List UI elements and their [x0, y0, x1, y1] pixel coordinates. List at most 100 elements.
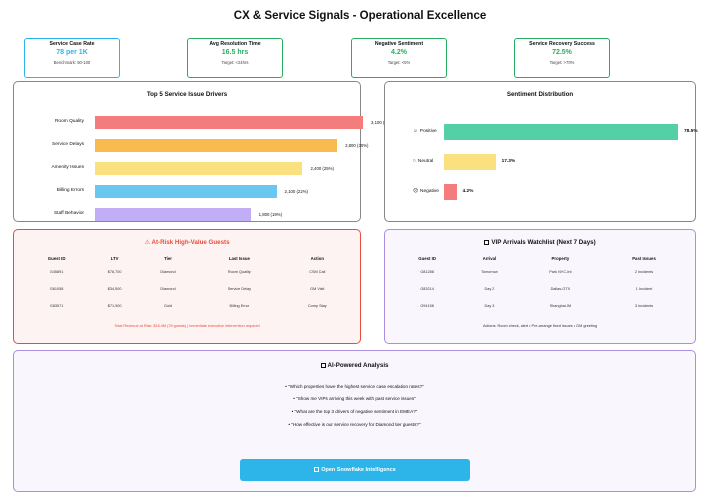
col-action: Action	[283, 253, 352, 263]
sentiment-label-text: Negative	[420, 189, 439, 194]
col-past-issues: Past Issues	[601, 253, 687, 263]
cell: Tomorrow	[459, 263, 520, 280]
sentiment-title: Sentiment Distribution	[385, 91, 695, 98]
driver-row: Room Quality3,100 (33%)	[14, 116, 360, 129]
driver-bar	[95, 208, 251, 221]
table-header-row: Guest ID Arrival Property Past Issues	[395, 253, 687, 263]
table-row[interactable]: G94158 Day 3 Shanghai-IM 3 Incidents	[395, 297, 687, 314]
robot-icon	[321, 363, 326, 368]
sentiment-label: ☺Positive	[413, 129, 437, 134]
calendar-icon	[484, 240, 489, 245]
sentiment-value-label: 4.2%	[463, 189, 474, 194]
table-row[interactable]: G61058 $34,500 Diamond Service Delay GM …	[24, 280, 352, 297]
driver-label: Staff Behavior	[54, 211, 84, 216]
neutral-face-icon: ○	[413, 159, 416, 164]
driver-bar	[95, 139, 337, 152]
cell: 3 Incidents	[601, 297, 687, 314]
col-guest-id: Guest ID	[24, 253, 89, 263]
cell: G83571	[24, 297, 89, 314]
sentiment-value-label: 78.5%	[684, 129, 698, 134]
table-row[interactable]: G45891 $78,700 Diamond Room Quality CSM …	[24, 263, 352, 280]
cell: Service Delay	[196, 280, 283, 297]
kpi-sub: Target: <24hrs	[188, 60, 282, 65]
page-title: CX & Service Signals - Operational Excel…	[0, 10, 720, 22]
sentiment-label-text: Neutral	[418, 159, 433, 164]
col-arrival: Arrival	[459, 253, 520, 263]
cell: Park NYC-Int	[520, 263, 601, 280]
cell: Room Quality	[196, 263, 283, 280]
sentiment-panel: Sentiment Distribution ☺Positive78.5%○Ne…	[384, 81, 696, 222]
driver-bar	[95, 116, 363, 129]
drivers-title: Top 5 Service Issue Drivers	[14, 91, 360, 98]
kpi-service-case-rate: Service Case Rate 78 per 1K Benchmark: 5…	[24, 38, 120, 78]
driver-label: Service Delays	[52, 142, 84, 147]
sentiment-label-text: Positive	[420, 129, 437, 134]
cell: Day 2	[459, 280, 520, 297]
vip-table: Guest ID Arrival Property Past Issues G8…	[395, 253, 687, 314]
col-property: Property	[520, 253, 601, 263]
kpi-service-recovery-success: Service Recovery Success 72.5% Target: >…	[514, 38, 610, 78]
table-header-row: Guest ID LTV Tier Last Issue Action	[24, 253, 352, 263]
kpi-value: 72.5%	[515, 49, 609, 56]
cell: G81288	[395, 263, 459, 280]
driver-value-label: 1,800 (19%)	[259, 212, 282, 217]
kpi-value: 78 per 1K	[25, 49, 119, 56]
kpi-negative-sentiment: Negative Sentiment 4.2% Target: <5%	[351, 38, 447, 78]
driver-bar	[95, 185, 277, 198]
kpi-value: 4.2%	[352, 49, 446, 56]
cell: Billing Error	[196, 297, 283, 314]
kpi-label: Negative Sentiment	[352, 41, 446, 47]
sentiment-label: ☹Negative	[413, 189, 439, 194]
cell: G94158	[395, 297, 459, 314]
col-guest-id: Guest ID	[395, 253, 459, 263]
ai-question[interactable]: • "What are the top 3 drivers of negativ…	[14, 409, 695, 414]
driver-label: Billing Errors	[57, 188, 84, 193]
cell: Day 3	[459, 297, 520, 314]
sparkle-icon	[314, 467, 319, 472]
kpi-avg-resolution-time: Avg Resolution Time 16.5 hrs Target: <24…	[187, 38, 283, 78]
cell: $78,700	[89, 263, 140, 280]
negative-face-icon: ☹	[413, 189, 418, 194]
cell: G83214	[395, 280, 459, 297]
col-tier: Tier	[140, 253, 196, 263]
sentiment-bar	[444, 154, 496, 170]
vip-note: Actions: Room check, alert • Pre-arrange…	[385, 324, 695, 328]
cell: 2 Incidents	[601, 263, 687, 280]
vip-title: VIP Arrivals Watchlist (Next 7 Days)	[385, 239, 695, 246]
sentiment-bar	[444, 184, 457, 200]
cell: 1 Incident	[601, 280, 687, 297]
table-row[interactable]: G83214 Day 2 Dallas-GTX 1 Incident	[395, 280, 687, 297]
table-row[interactable]: G81288 Tomorrow Park NYC-Int 2 Incidents	[395, 263, 687, 280]
ai-question[interactable]: • "Show me VIPs arriving this week with …	[14, 396, 695, 401]
col-ltv: LTV	[89, 253, 140, 263]
driver-value-label: 2,400 (25%)	[310, 166, 333, 171]
driver-row: Amenity Issues2,400 (25%)	[14, 162, 360, 175]
vip-title-text: VIP Arrivals Watchlist (Next 7 Days)	[491, 239, 595, 246]
cell: Diamond	[140, 280, 196, 297]
open-snowflake-intelligence-button[interactable]: Open Snowflake Intelligence	[240, 459, 470, 481]
drivers-panel: Top 5 Service Issue Drivers Room Quality…	[13, 81, 361, 222]
driver-row: Staff Behavior 1,800 (19%)	[14, 208, 360, 221]
driver-bar	[95, 162, 302, 175]
cell: GM Visit	[283, 280, 352, 297]
kpi-sub: Target: <5%	[352, 60, 446, 65]
cell: Shanghai-IM	[520, 297, 601, 314]
ai-title-text: AI-Powered Analysis	[328, 362, 389, 369]
driver-value-label: 2,800 (30%)	[345, 143, 368, 148]
positive-face-icon: ☺	[413, 129, 418, 134]
cell: G45891	[24, 263, 89, 280]
ai-question[interactable]: • "Which properties have the highest ser…	[14, 384, 695, 389]
button-label: Open Snowflake Intelligence	[321, 467, 396, 473]
cell: Comp Stay	[283, 297, 352, 314]
kpi-label: Avg Resolution Time	[188, 41, 282, 47]
vip-panel: VIP Arrivals Watchlist (Next 7 Days) Gue…	[384, 229, 696, 344]
cell: $71,900	[89, 297, 140, 314]
at-risk-note: Total Revenue at Risk: $16.4M (78 guests…	[14, 324, 360, 328]
col-last-issue: Last Issue	[196, 253, 283, 263]
ai-question[interactable]: • "How effective is our service recovery…	[14, 422, 695, 427]
table-row[interactable]: G83571 $71,900 Gold Billing Error Comp S…	[24, 297, 352, 314]
driver-row: Billing Errors2,100 (22%)	[14, 185, 360, 198]
kpi-value: 16.5 hrs	[188, 49, 282, 56]
kpi-label: Service Case Rate	[25, 41, 119, 47]
ai-title: AI-Powered Analysis	[14, 362, 695, 369]
